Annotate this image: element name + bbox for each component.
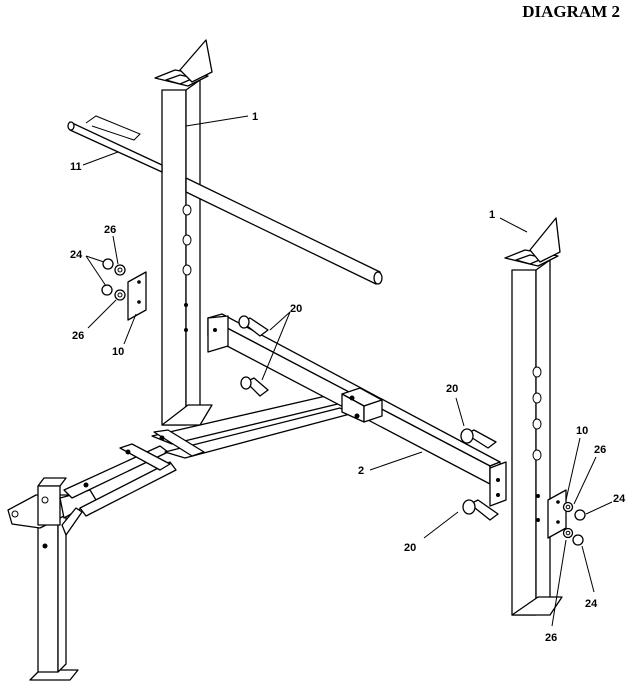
callout-washer-right-low: 26 <box>545 632 557 644</box>
bolts <box>238 315 499 521</box>
callout-bracket-right: 10 <box>576 425 588 437</box>
diagram-title: DIAGRAM 2 <box>522 2 620 21</box>
callout-bolt-bottom: 20 <box>404 542 416 554</box>
callout-bar: 11 <box>70 161 82 173</box>
left-bracket <box>101 258 147 321</box>
callout-washer-right: 26 <box>594 444 606 456</box>
diagonal-support <box>63 395 351 517</box>
callout-bracket-left: 10 <box>112 346 124 358</box>
callout-upright-right: 1 <box>489 209 495 221</box>
front-left-stand <box>7 477 97 681</box>
callout-nut-right: 24 <box>613 493 626 505</box>
left-upright <box>154 39 213 426</box>
callout-washer-left: 26 <box>104 224 116 236</box>
right-bracket <box>547 489 586 546</box>
callout-nut-right-low: 24 <box>585 598 598 610</box>
callout-crossbar: 2 <box>358 465 364 477</box>
leader-lines <box>82 115 613 627</box>
callout-bolt-right: 20 <box>446 383 458 395</box>
right-upright <box>504 217 563 616</box>
bar <box>67 115 383 285</box>
callout-bolts-top: 20 <box>290 303 302 315</box>
crossbar <box>207 313 507 507</box>
callout-nut-left: 24 <box>70 249 83 261</box>
callout-labels: 1 1 11 2 20 20 20 26 24 26 10 10 26 24 2… <box>70 111 626 644</box>
callout-washer-left-low: 26 <box>72 330 84 342</box>
callout-upright-left: 1 <box>252 111 258 123</box>
